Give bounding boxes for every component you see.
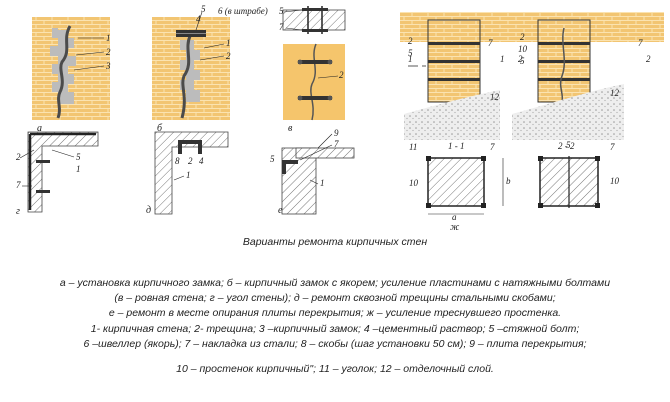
dimension-a: а	[452, 212, 457, 222]
panel-v: 5 7 2 в	[279, 6, 346, 134]
brick-lock	[180, 40, 200, 102]
callout-4: 4	[199, 156, 204, 166]
callout-11: 11	[409, 142, 417, 152]
callout-7: 7	[638, 38, 643, 48]
crack	[180, 35, 192, 119]
panel-b: 5 6 (в штрабе) 4 1 2 б	[152, 4, 268, 134]
steel-strap-top	[298, 60, 332, 64]
callout-8: 8	[175, 156, 180, 166]
section-arrow-1-right: 1	[500, 54, 505, 64]
callout-7: 7	[610, 142, 615, 152]
corner-wall	[27, 131, 99, 213]
section-1-1: 1 - 1	[448, 141, 465, 151]
callout-2: 2	[408, 36, 413, 46]
callout-7: 7	[488, 38, 493, 48]
callout-10: 10	[409, 178, 419, 188]
callout-12: 12	[610, 88, 620, 98]
legend-line: 6 –швеллер (якорь); 7 – накладка из стал…	[83, 337, 587, 350]
wall-top-section	[282, 9, 346, 31]
callout-5: 5	[279, 6, 284, 16]
callout-10: 10	[610, 176, 620, 186]
callout-5: 5	[408, 48, 413, 58]
callout-1: 1	[320, 178, 325, 188]
panel-a: 1 2 3 а	[32, 17, 111, 134]
crack	[56, 25, 72, 119]
callout-9: 9	[334, 128, 339, 138]
legend-line: а – установка кирпичного замка; б – кирп…	[59, 277, 611, 289]
callout-7: 7	[16, 180, 21, 190]
legend: а – установка кирпичного замка; б – кирп…	[0, 276, 670, 377]
section-2-2: 2 - 2	[558, 141, 575, 151]
staple-bracket	[178, 140, 202, 144]
finishing-layer	[404, 90, 500, 140]
callout-5: 5	[270, 154, 275, 164]
callout-2: 2	[520, 32, 525, 42]
legend-line: е – ремонт в месте опирания плиты перекр…	[108, 307, 562, 320]
section-arrow-1: 1	[408, 54, 413, 64]
callout-7: 7	[334, 139, 339, 149]
callout-5: 5	[520, 56, 525, 66]
callout-10: 10	[518, 44, 528, 54]
section-arrow-2: 2	[518, 54, 523, 64]
callout-7: 7	[490, 142, 495, 152]
brick-lock	[50, 28, 76, 104]
panel-d: 8 2 4 1 д	[146, 131, 229, 216]
callout-7: 7	[279, 22, 284, 32]
callout-5: 5	[566, 140, 571, 150]
section-arrow-2-right: 2	[646, 54, 651, 64]
panel-label-b: б	[157, 123, 163, 134]
callout-2: 2	[339, 70, 344, 80]
callout-2: 2	[16, 152, 21, 162]
legend-line: 10 – простенок кирпичный"; 11 – уголок; …	[176, 363, 494, 376]
floor-slab	[295, 147, 355, 159]
section-1-pier	[427, 157, 485, 207]
legend-line: 1- кирпичная стена; 2- трещина; 3 –кирпи…	[90, 322, 580, 335]
legend-line: (в – ровная стена; г – угол стены); д – …	[114, 292, 556, 305]
panel-label-zh: ж	[450, 222, 460, 232]
callout-1: 1	[106, 33, 111, 43]
callout-5: 5	[201, 4, 206, 14]
panel-label-e: е	[278, 205, 283, 216]
callout-2: 2	[106, 47, 111, 57]
finishing-layer	[512, 84, 624, 140]
callout-5: 5	[76, 152, 81, 162]
in-shtrabe-label: 6 (в штрабе)	[218, 6, 268, 16]
dimension-b: b	[506, 176, 511, 186]
wall-section	[281, 147, 317, 215]
steel-plate-top	[302, 8, 328, 11]
callout-2: 2	[226, 51, 231, 61]
callout-1: 1	[76, 164, 81, 174]
figure-caption: Варианты ремонта кирпичных стен	[242, 236, 428, 248]
steel-bracket	[282, 160, 298, 174]
callout-12: 12	[490, 92, 500, 102]
repair-diagram: 1 2 3 а 5 6 (в штрабе) 4 1 2 б 5 7	[16, 4, 664, 232]
brick-wall	[32, 17, 110, 120]
panel-e: 9 7 5 1 е	[270, 128, 355, 216]
callout-3: 3	[105, 61, 111, 71]
panel-label-g: г	[16, 206, 20, 217]
callout-2: 2	[188, 156, 193, 166]
steel-plate-bottom	[302, 29, 328, 32]
panel-zh: 1 1 2 2 2 5 7 12 2 10 5 7 12 1 - 1 2 - 2…	[400, 12, 664, 232]
panel-label-d: д	[146, 205, 151, 216]
crack	[310, 43, 317, 121]
panel-g: 2 5 1 7 г	[16, 131, 99, 217]
callout-1: 1	[186, 170, 191, 180]
callout-4: 4	[196, 14, 201, 24]
steel-strap-bottom	[298, 96, 332, 100]
callout-1: 1	[226, 38, 231, 48]
wall-section	[154, 131, 229, 215]
panel-label-v: в	[288, 123, 293, 134]
crack	[559, 27, 566, 103]
panel-label-a: а	[37, 123, 42, 134]
